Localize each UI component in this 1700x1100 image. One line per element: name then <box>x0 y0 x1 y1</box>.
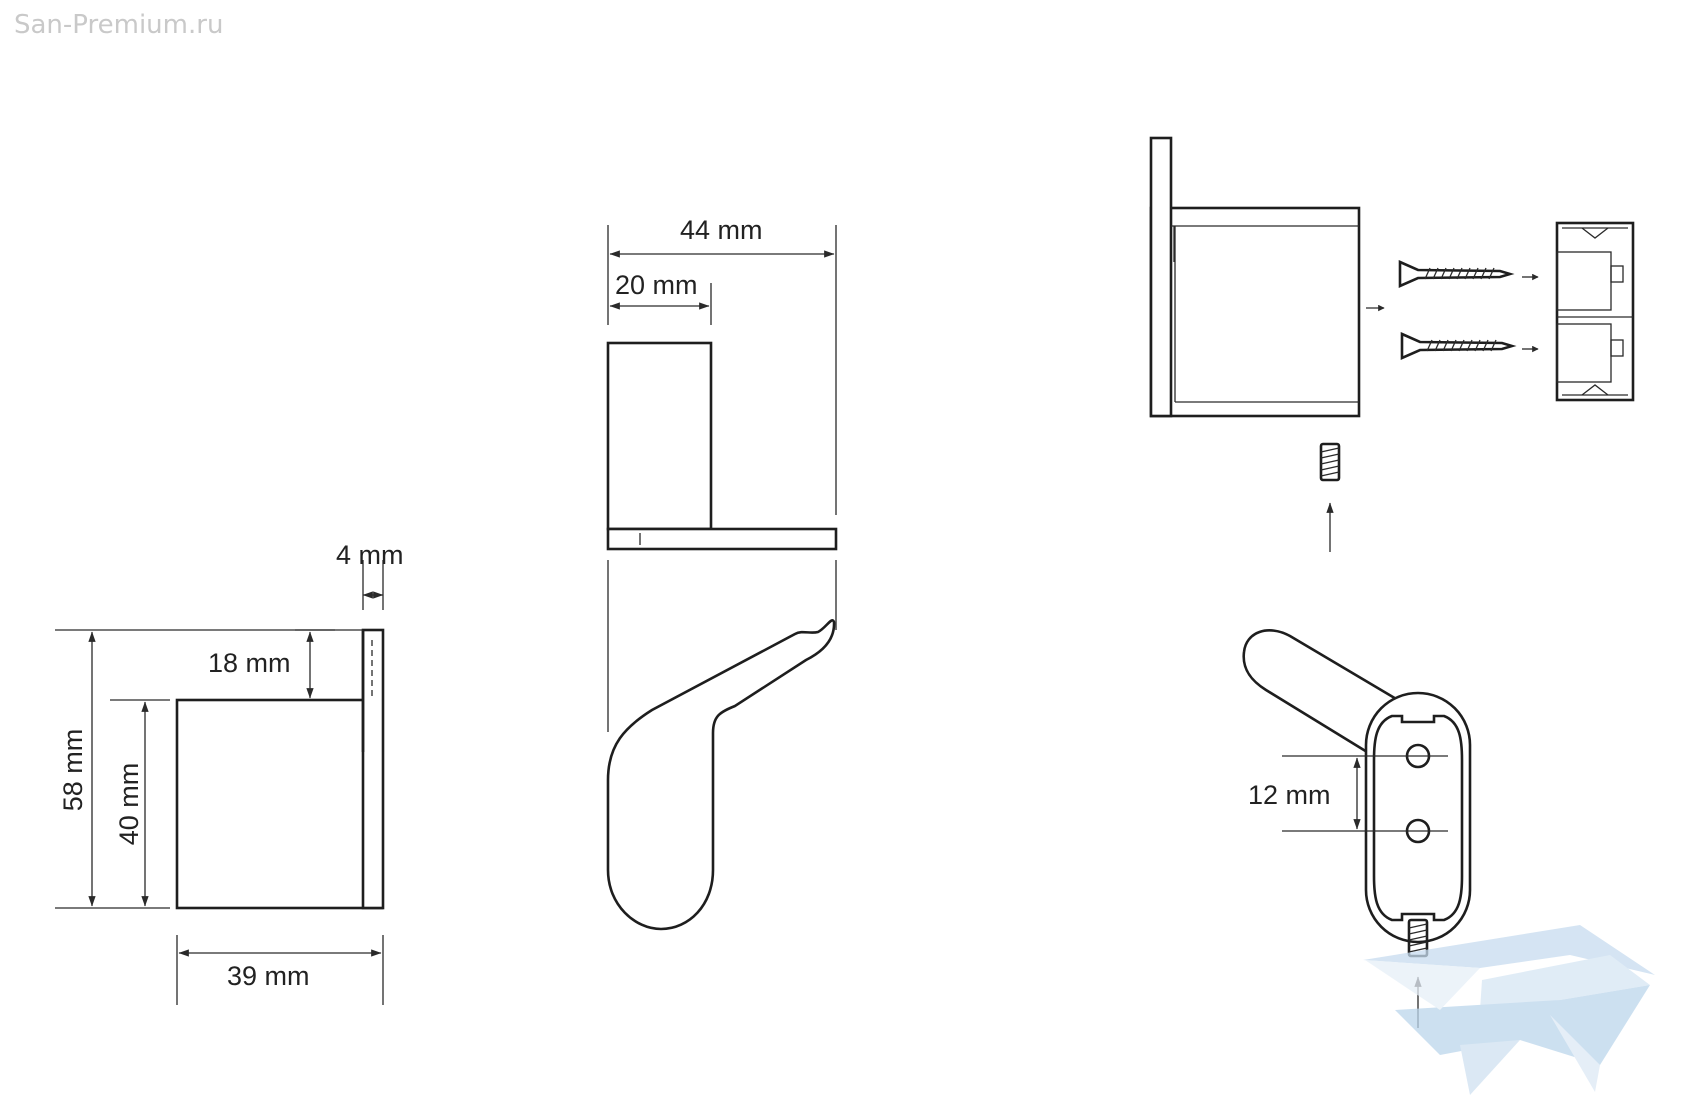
dim-depth-total-label: 44 mm <box>680 215 763 245</box>
hook-front-view <box>1242 629 1399 757</box>
san-premium-logo-icon <box>1363 925 1655 1095</box>
install-plate <box>1149 136 1173 418</box>
install-block <box>1149 206 1361 418</box>
install-view: 12 mm <box>1149 136 1635 1028</box>
rosette-outer <box>1364 691 1472 944</box>
hook-profile <box>606 619 836 931</box>
front-view: 4 mm 18 mm 58 mm 40 mm 39 mm <box>55 540 404 1005</box>
screw-icon <box>1400 331 1517 361</box>
dim-width-label: 39 mm <box>227 961 310 991</box>
dim-depth-block-label: 20 mm <box>615 270 698 300</box>
dim-thickness-label: 4 mm <box>336 540 404 570</box>
screw-icon <box>1398 259 1515 289</box>
grub-screw-icon <box>1319 442 1341 482</box>
dim-total-height-label: 58 mm <box>58 729 88 812</box>
side-view: 44 mm 20 mm <box>606 215 838 931</box>
dim-block-height-label: 40 mm <box>114 763 144 846</box>
side-view-block <box>606 341 713 531</box>
rosette-inner <box>1372 714 1464 922</box>
dim-hole-spacing-label: 12 mm <box>1248 780 1331 810</box>
front-view-plate <box>361 628 385 910</box>
dim-offset-label: 18 mm <box>208 648 291 678</box>
side-view-plate <box>606 527 838 551</box>
wall-anchor-icon <box>1555 221 1635 402</box>
watermark-text: San-Premium.ru <box>14 10 223 40</box>
front-view-block <box>175 698 384 910</box>
